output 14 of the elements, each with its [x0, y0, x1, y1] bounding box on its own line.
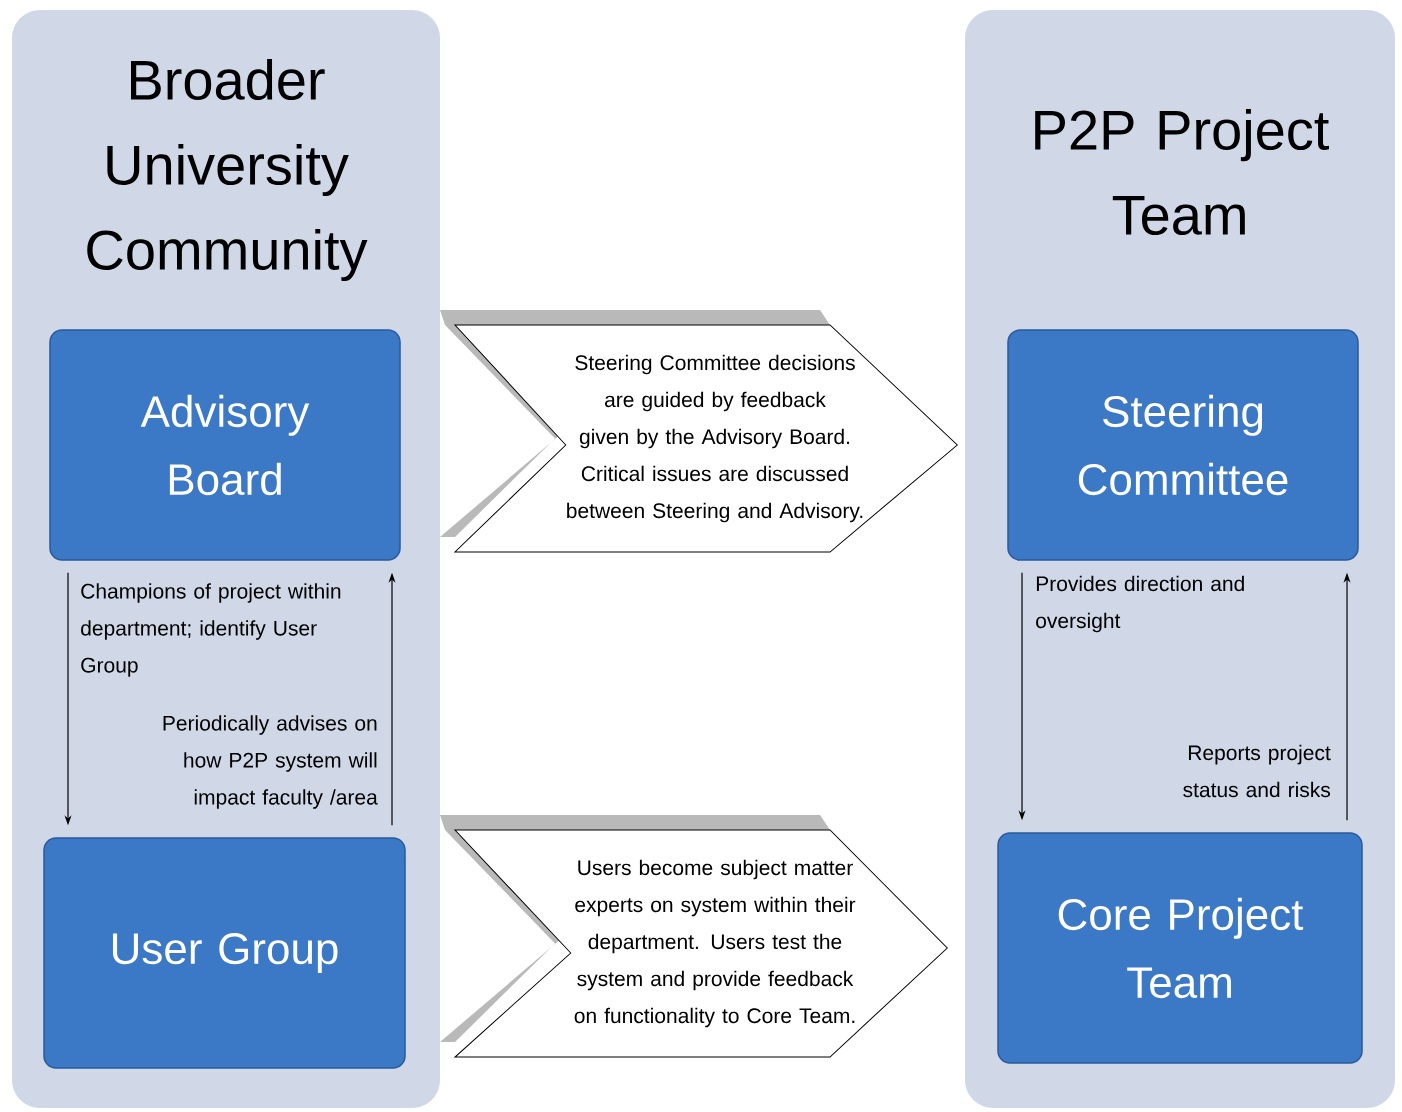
process-box: User Group	[43, 837, 406, 1069]
edge-label: Periodically advises on how P2P system will impact faculty /area	[163, 715, 378, 809]
heading: Broader University Community	[87, 58, 368, 282]
process-box: Core Project Team	[997, 832, 1363, 1064]
heading: P2P Project Team	[1035, 108, 1329, 236]
chevron-arrow	[440, 815, 948, 1058]
edge-label: Champions of project within department; identify User Group	[81, 583, 341, 677]
edge-label: Provides direction and oversight	[1036, 575, 1244, 633]
chevron-arrow	[440, 310, 958, 553]
edge-label: Steering Committee decisions are guided by feedback given by the Advisory Board. Critical issues are discussed between Steering and Advisory.	[567, 354, 863, 523]
process-box: Steering Committee	[1007, 329, 1359, 561]
edge-label: Users become subject matter experts on system within their department. Users test the system and provide feedback on functionality to Core Team.	[574, 859, 856, 1028]
process-box: Advisory Board	[49, 329, 401, 561]
edge-label: Reports project status and risks	[1183, 744, 1331, 798]
